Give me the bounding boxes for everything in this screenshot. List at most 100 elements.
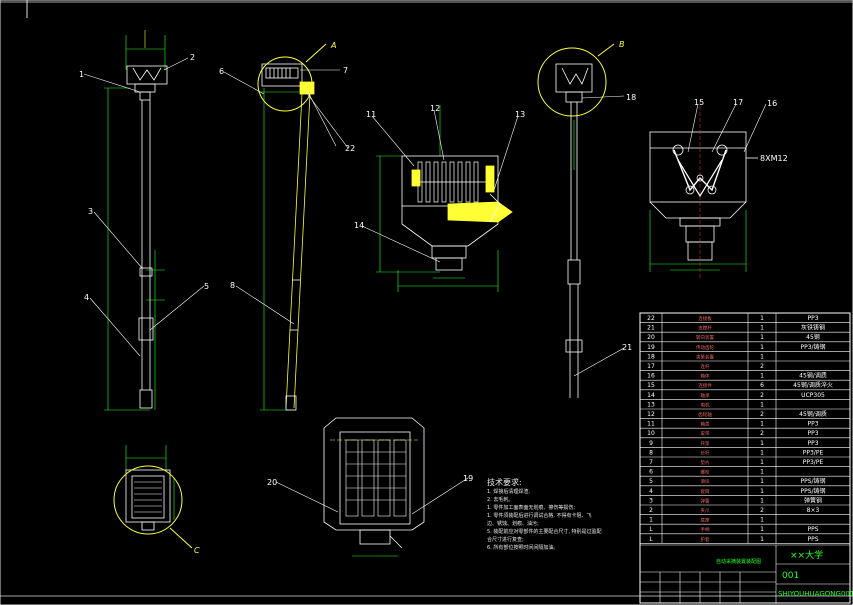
balloon-6: 6 [219,67,224,76]
bom-cell-no: 10 [647,430,655,437]
balloon-18: 18 [626,93,636,102]
balloon-19: 19 [463,474,473,483]
view-letter-a: A [330,41,336,50]
bom-cell-qty: 1 [760,517,764,524]
bom-cell-material: 弹簧钢 [804,496,822,504]
bom-cell-name: 皮带 [701,430,710,437]
bom-cell-material: PPS/铸钢 [800,477,825,485]
bom-cell-no: 14 [647,392,655,399]
bom-cell-material: PP3 [807,315,818,322]
bom-cell-qty: 2 [760,430,764,437]
detail-circle-a [257,56,313,112]
detail-circle-b [537,47,607,117]
bom-cell-qty: 1 [760,536,764,543]
bom-cell-no: 6 [649,469,653,476]
section-c-view [125,445,175,531]
bom-cell-qty: 6 [760,382,764,389]
bom-cell-name: 齿轮轴 [698,411,712,418]
bom-cell-qty: 1 [760,459,764,466]
bom-cell-no: 19 [647,344,655,351]
bom-cell-no: 20 [647,334,655,341]
bom-cell-name: 连接板 [698,315,712,322]
plan-view [323,417,425,557]
bom-cell-qty: 1 [760,478,764,485]
bom-cell-name: 箱体 [701,373,710,380]
bom-table [639,312,851,604]
balloon-12: 12 [430,104,440,113]
pole-front-view [104,30,168,411]
bom-cell-no: 16 [647,373,655,380]
bom-cell-name: 套筒 [701,488,710,495]
balloon-17: 17 [733,98,743,107]
view-letters: A B C [194,40,625,555]
bom-cell-material: UCP305 [801,392,825,399]
bom-cell-qty: 1 [760,526,764,533]
bom-cell-name: 螺栓 [701,469,710,476]
bom-cell-material: PP3 [807,430,818,437]
bom-cell-qty: 1 [760,325,764,332]
tech-line: 边、锈蚀、划痕、油污; [487,521,539,527]
balloon-22: 22 [345,144,355,153]
bom-cell-name: 支撑杆 [698,325,712,332]
bom-cell-name: 托架 [701,440,710,447]
bom-cell-no: L [649,536,653,543]
bom-cell-no: 13 [647,401,655,408]
bom-cell-name: 电机 [701,401,710,408]
bom-cell-material: PPS/铸钢 [800,487,825,495]
tech-line: 1. 焊接后清理焊渣, [487,489,530,495]
detail-circle-c [113,465,183,535]
view-letter-c: C [194,546,200,555]
technical-requirements: 技术要求: 1. 焊接后清理焊渣, 2. 去毛刺。 1. 零件加工面表面无划痕、… [487,478,627,552]
bom-cell-material: PPS [807,536,818,543]
bom-cell-name: 护套 [701,536,710,543]
bom-cell-qty: 2 [760,363,764,370]
balloon-1: 1 [79,70,84,79]
bom-cell-no: 21 [647,325,655,332]
balloon-5: 5 [204,282,209,291]
bom-cell-qty: 1 [760,469,764,476]
bom-cell-qty: 1 [760,497,764,504]
bom-cell-no: 11 [647,421,655,428]
balloon-labels: 1 2 3 4 5 6 7 8 11 12 13 14 15 16 17 18 … [79,53,777,487]
bom-cell-material: 45钢/调质 [799,372,827,380]
bom-cell-no: 7 [649,459,653,466]
bom-cell-qty: 1 [760,353,764,360]
bom-cell-material: PP3 [807,421,818,428]
bom-cell-qty: 1 [760,315,764,322]
bom-cell-material: PP3 [807,440,818,447]
balloon-3: 3 [88,207,93,216]
title-block [640,544,850,603]
bom-cell-qty: 1 [760,440,764,447]
bom-cell-no: 5 [649,478,653,485]
tech-line: 1. 零件须装配后进行调试合格, 不得有卡阻、飞 [487,513,592,519]
bom-cell-qty: 1 [760,488,764,495]
bom-cell-no: 9 [649,440,653,447]
tech-title: 技术要求: [487,478,522,487]
bom-cell-name: 底座 [701,517,710,524]
balloon-13: 13 [515,110,525,119]
bom-cell-material: PP3/铸钢 [800,343,825,351]
bom-cell-material: PP3/PE [803,449,824,456]
bom-cell-material: 45钢/调质淬火 [793,381,833,389]
bom-cell-name: 连接件 [698,382,712,389]
bom-cell-name: 夹紧装置 [696,353,714,360]
title-code: SHIYOUHUAGONG001 [778,590,853,598]
tech-line: 6. 所有部位按照时间间隔加油。 [487,545,559,551]
tech-line: 2. 去毛刺。 [487,497,514,503]
bom-cell-name: 滑块 [701,478,710,485]
bom-cell-material: 8×3 [807,507,820,514]
bom-cell-name: 手柄 [701,526,710,533]
bom-cell-qty: 2 [760,411,764,418]
detail-circles [113,43,615,549]
tech-line: 合尺寸进行复查; [487,537,524,543]
bom-cell-qty: 2 [760,392,764,399]
bom-cell-qty: 1 [760,401,764,408]
bom-cell-no: 18 [647,353,655,360]
view-letter-b: B [619,40,625,49]
bom-cell-name: 转向装置 [696,334,714,341]
balloon-11: 11 [366,110,376,119]
leader-lines [83,57,767,515]
bom-cell-no: 15 [647,382,655,389]
